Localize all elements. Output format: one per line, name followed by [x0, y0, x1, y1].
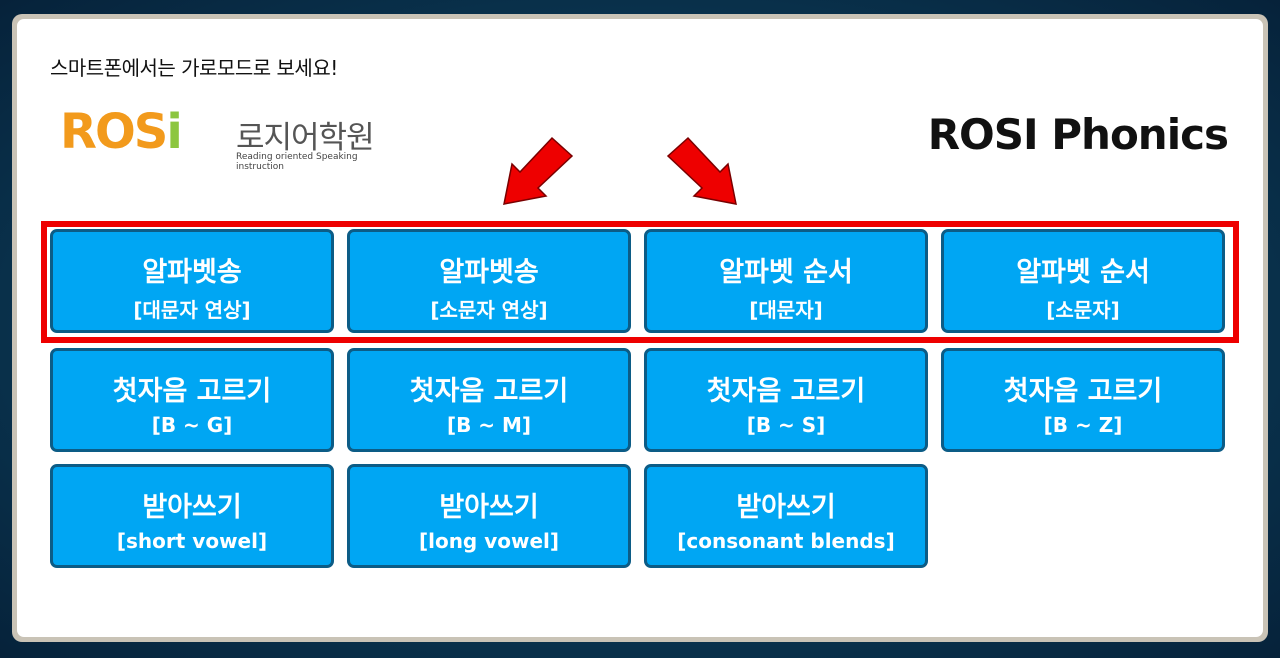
button-subtitle: [B ~ Z]: [1043, 413, 1123, 437]
menu-button[interactable]: 첫자음 고르기 [B ~ S]: [644, 348, 928, 452]
menu-button[interactable]: 받아쓰기 [consonant blends]: [644, 464, 928, 568]
button-subtitle: [B ~ M]: [446, 413, 532, 437]
logo-name: 로지어학원: [236, 120, 375, 156]
menu-button[interactable]: 알파벳 순서 [소문자]: [941, 229, 1225, 333]
menu-button[interactable]: 첫자음 고르기 [B ~ G]: [50, 348, 334, 452]
menu-button[interactable]: 첫자음 고르기 [B ~ M]: [347, 348, 631, 452]
arrow-down-right-icon: [666, 136, 737, 205]
logo-mark: ROSi: [60, 104, 183, 160]
button-title: 첫자음 고르기: [706, 376, 866, 407]
button-title: 첫자음 고르기: [112, 376, 272, 407]
button-subtitle: [consonant blends]: [677, 529, 895, 553]
logo-tagline: Reading oriented Speaking instruction: [236, 152, 358, 172]
button-subtitle: [대문자 연상]: [133, 298, 251, 322]
button-subtitle: [B ~ G]: [151, 413, 233, 437]
menu-button[interactable]: 알파벳송 [대문자 연상]: [50, 229, 334, 333]
button-title: 알파벳송: [439, 257, 539, 288]
button-title: 알파벳 순서: [1016, 257, 1150, 288]
button-subtitle: [short vowel]: [116, 529, 268, 553]
menu-button[interactable]: 알파벳송 [소문자 연상]: [347, 229, 631, 333]
menu-button[interactable]: 받아쓰기 [long vowel]: [347, 464, 631, 568]
button-subtitle: [소문자 연상]: [430, 298, 548, 322]
button-subtitle: [소문자]: [1046, 298, 1120, 322]
menu-button[interactable]: 첫자음 고르기 [B ~ Z]: [941, 348, 1225, 452]
button-title: 알파벳 순서: [719, 257, 853, 288]
landscape-notice: 스마트폰에서는 가로모드로 보세요!: [50, 56, 338, 80]
button-subtitle: [long vowel]: [418, 529, 560, 553]
menu-button[interactable]: 받아쓰기 [short vowel]: [50, 464, 334, 568]
page-title: ROSI Phonics: [927, 110, 1229, 159]
menu-button[interactable]: 알파벳 순서 [대문자]: [644, 229, 928, 333]
button-subtitle: [대문자]: [749, 298, 823, 322]
button-title: 알파벳송: [142, 257, 242, 288]
highlight-box: [41, 221, 1239, 343]
button-title: 첫자음 고르기: [409, 376, 569, 407]
button-title: 첫자음 고르기: [1003, 376, 1163, 407]
arrow-down-left-icon: [503, 136, 574, 205]
button-subtitle: [B ~ S]: [746, 413, 826, 437]
button-title: 받아쓰기: [142, 492, 242, 523]
button-title: 받아쓰기: [439, 492, 539, 523]
button-title: 받아쓰기: [736, 492, 836, 523]
rosi-logo[interactable]: ROSi 로지어학원 Reading oriented Speaking ins…: [60, 100, 390, 172]
